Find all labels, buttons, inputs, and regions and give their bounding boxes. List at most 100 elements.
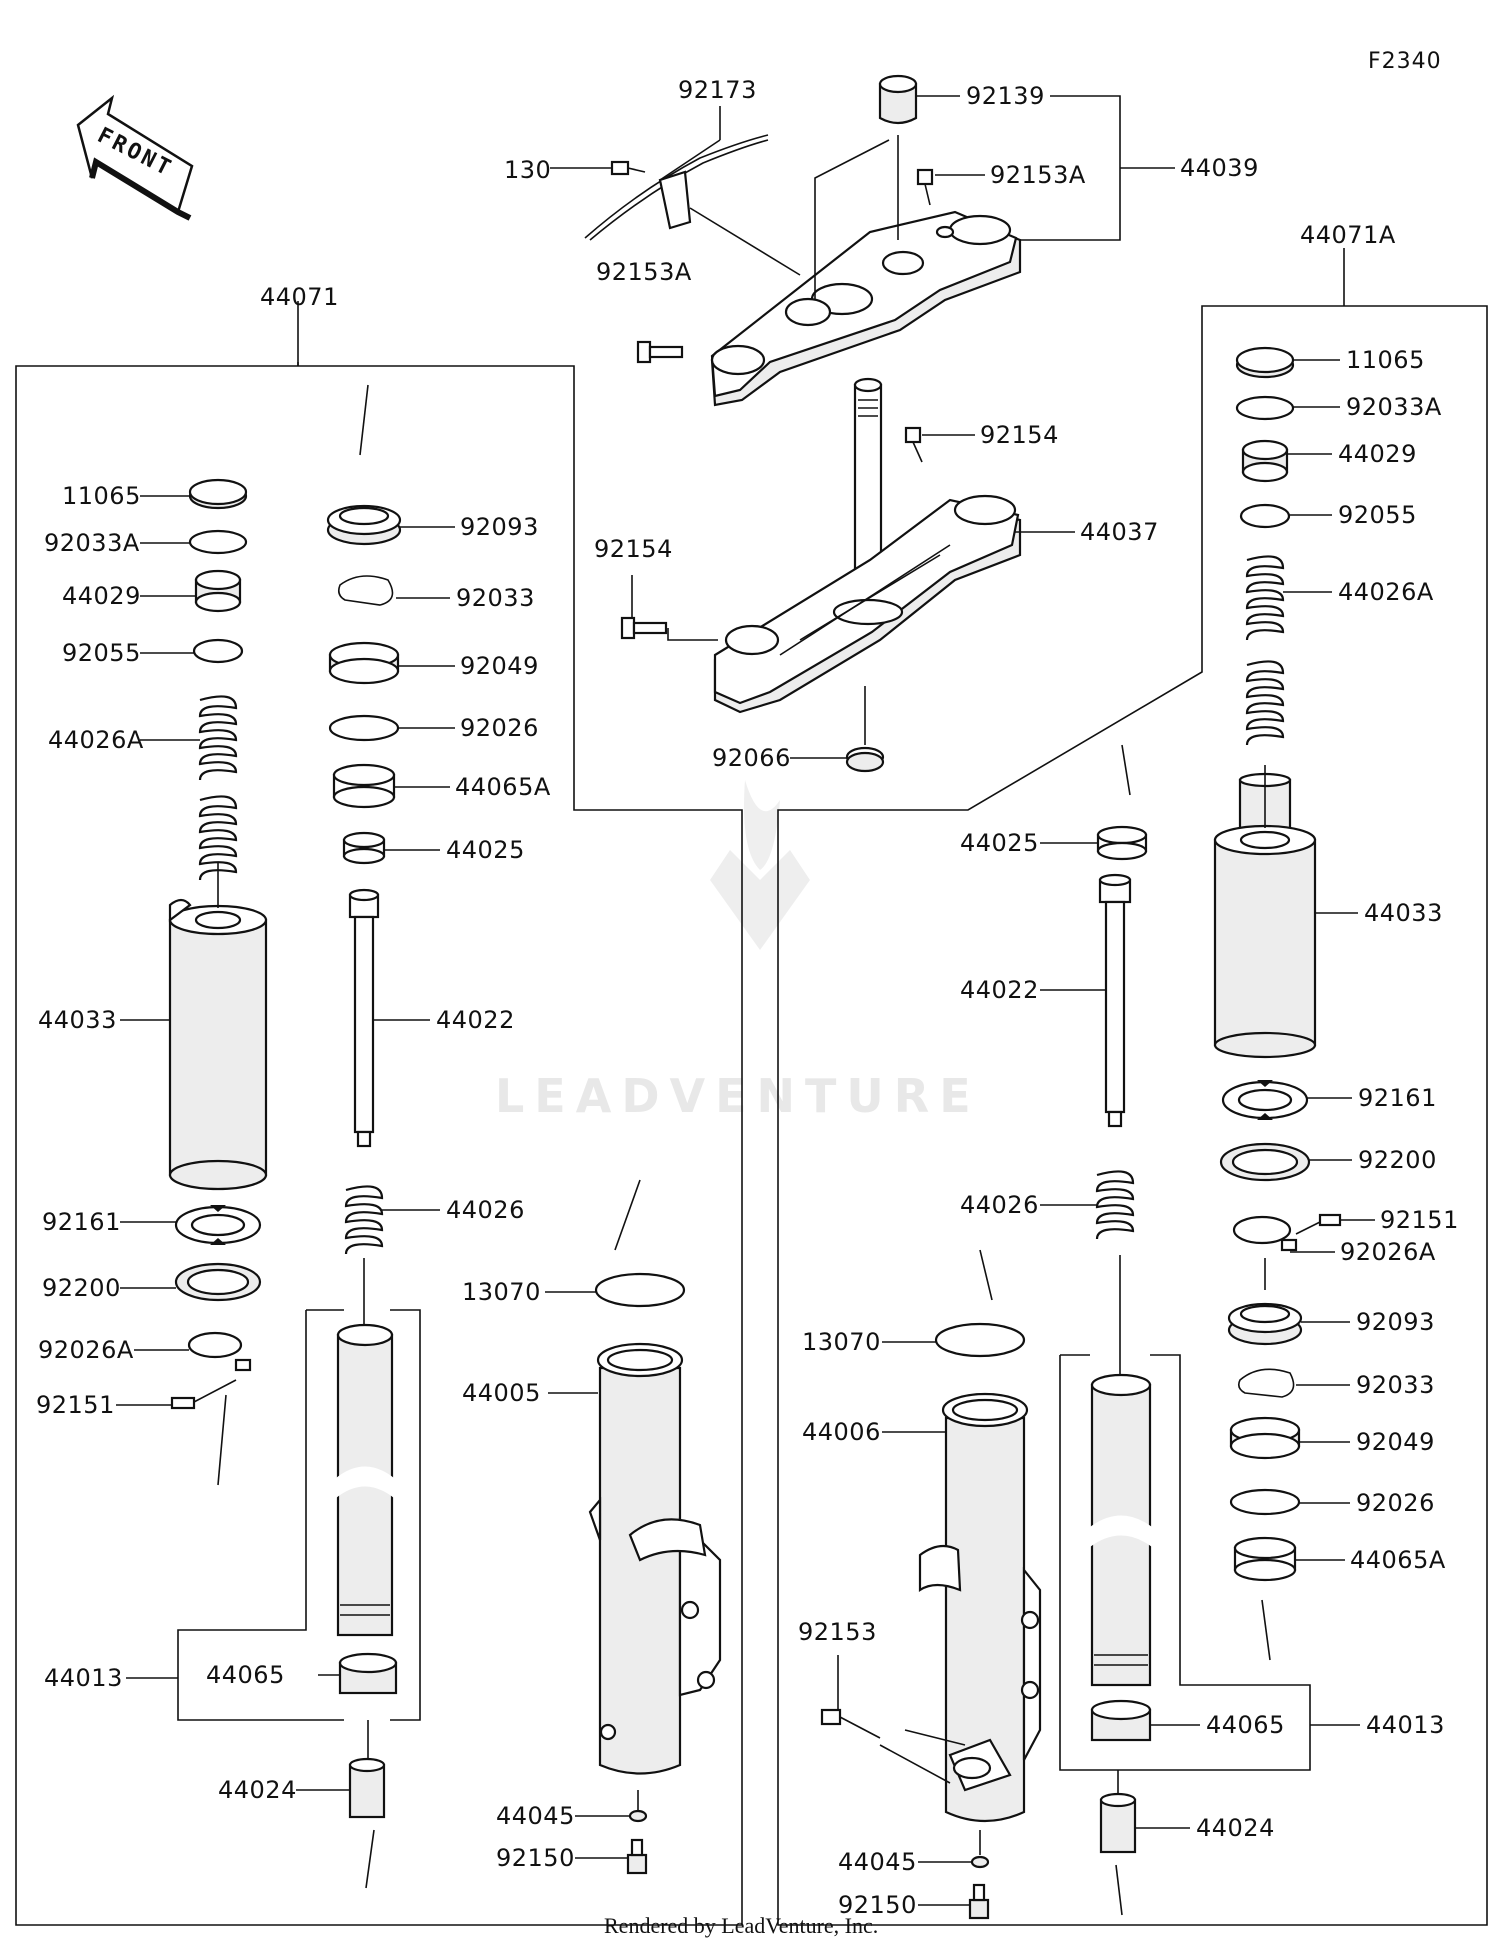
label-right-44029: 44029 xyxy=(1338,440,1417,468)
label-92153a-side: 92153A xyxy=(596,258,692,286)
watermark: LEADVENTURE xyxy=(495,780,971,1123)
label-left-44026: 44026 xyxy=(446,1196,525,1224)
label-right-44022: 44022 xyxy=(960,976,1039,1004)
label-left-44024: 44024 xyxy=(218,1776,297,1804)
right-outer-tube xyxy=(1090,1373,1152,1687)
label-right-44006: 44006 xyxy=(802,1418,881,1446)
left-bolt-92151 xyxy=(170,1379,237,1410)
label-right-13070: 13070 xyxy=(802,1328,881,1356)
left-slider-44005 xyxy=(588,1342,722,1775)
label-130: 130 xyxy=(504,156,551,184)
right-oring-92033a xyxy=(1235,395,1295,421)
bolt-130 xyxy=(610,160,646,176)
label-right-92093: 92093 xyxy=(1356,1308,1435,1336)
label-left-44013: 44013 xyxy=(44,1664,123,1692)
label-left-92200: 92200 xyxy=(42,1274,121,1302)
right-cap-44029 xyxy=(1241,439,1289,483)
bolt-92154-upper xyxy=(904,426,923,463)
label-left-44065a: 44065A xyxy=(455,773,551,801)
label-44039: 44039 xyxy=(1180,154,1259,182)
right-oring-92055 xyxy=(1239,503,1291,529)
right-fork-assembly-box xyxy=(777,305,1488,1926)
right-spring-44026a xyxy=(1245,555,1285,746)
left-rod-44022 xyxy=(348,888,380,1148)
label-right-92150: 92150 xyxy=(838,1891,917,1919)
label-right-44024: 44024 xyxy=(1196,1814,1275,1842)
left-bushing-44065a xyxy=(332,763,396,809)
label-44071a: 44071A xyxy=(1300,221,1396,249)
label-left-44045: 44045 xyxy=(496,1802,575,1830)
left-washer-92200 xyxy=(174,1262,262,1302)
label-92154-top: 92154 xyxy=(980,421,1059,449)
right-tube-44033 xyxy=(1213,765,1317,1059)
right-piece-44024 xyxy=(1099,1792,1137,1854)
label-left-44005: 44005 xyxy=(462,1379,541,1407)
label-left-92161: 92161 xyxy=(42,1208,121,1236)
left-washer-44045 xyxy=(628,1790,648,1823)
right-spring-44026 xyxy=(1095,1170,1135,1240)
left-washer-92161 xyxy=(174,1205,262,1245)
label-left-44033: 44033 xyxy=(38,1006,117,1034)
label-right-92200: 92200 xyxy=(1358,1146,1437,1174)
label-left-44022: 44022 xyxy=(436,1006,515,1034)
right-washer-92026 xyxy=(1229,1488,1301,1516)
label-92066: 92066 xyxy=(712,744,791,772)
right-bushing-44025 xyxy=(1096,825,1148,861)
right-cap-11065 xyxy=(1235,346,1295,379)
left-bushing-44065 xyxy=(338,1652,398,1695)
label-right-44033: 44033 xyxy=(1364,899,1443,927)
label-44037: 44037 xyxy=(1080,518,1159,546)
label-right-11065: 11065 xyxy=(1346,346,1425,374)
right-seal-92049 xyxy=(1229,1416,1301,1460)
bolt-92153a-upper xyxy=(916,168,934,206)
right-ring-92026a xyxy=(1232,1215,1298,1252)
right-bolt-92150 xyxy=(968,1883,990,1920)
label-92173: 92173 xyxy=(678,76,757,104)
label-right-92033: 92033 xyxy=(1356,1371,1435,1399)
left-spring-44026a xyxy=(198,695,238,881)
label-left-13070: 13070 xyxy=(462,1278,541,1306)
leader-lines xyxy=(116,95,1375,1906)
label-left-92026: 92026 xyxy=(460,714,539,742)
right-seal-92093 xyxy=(1227,1302,1303,1346)
collar-92139 xyxy=(814,74,918,300)
label-left-44065: 44065 xyxy=(206,1661,285,1689)
left-seal-92093 xyxy=(326,504,402,546)
left-bolt-92150 xyxy=(626,1838,648,1875)
label-right-92153: 92153 xyxy=(798,1618,877,1646)
label-left-92033: 92033 xyxy=(456,584,535,612)
left-washer-92026 xyxy=(328,714,400,742)
upper-triple-clamp xyxy=(710,210,1022,407)
label-44071: 44071 xyxy=(260,283,339,311)
label-right-92151: 92151 xyxy=(1380,1206,1459,1234)
label-right-92049: 92049 xyxy=(1356,1428,1435,1456)
right-clip-92033 xyxy=(1238,1368,1295,1398)
bolt-92154-side xyxy=(620,616,718,641)
bolt-92153a-side xyxy=(636,340,684,364)
right-bushing-44065 xyxy=(1090,1699,1152,1742)
left-seal-92049 xyxy=(328,641,400,685)
label-right-92055: 92055 xyxy=(1338,501,1417,529)
left-ring-13070 xyxy=(594,1272,686,1308)
right-bolt-92153 xyxy=(820,1708,966,1784)
cable-92173 xyxy=(584,134,801,276)
label-right-44026: 44026 xyxy=(960,1191,1039,1219)
left-spring-44026 xyxy=(344,1185,384,1255)
left-cap-11065 xyxy=(188,478,248,510)
label-left-92055: 92055 xyxy=(62,639,141,667)
label-left-44029: 44029 xyxy=(62,582,141,610)
left-cap-44029 xyxy=(194,569,242,613)
label-left-11065: 11065 xyxy=(62,482,141,510)
label-left-92049: 92049 xyxy=(460,652,539,680)
labels: 92173 130 92139 92153A 44039 92153A 9215… xyxy=(36,76,1459,1919)
right-ring-13070 xyxy=(934,1322,1026,1358)
left-44013-group-box xyxy=(177,1309,421,1721)
left-tube-44033 xyxy=(168,862,268,1191)
label-left-92033a: 92033A xyxy=(44,529,140,557)
label-left-92150: 92150 xyxy=(496,1844,575,1872)
label-right-92026a: 92026A xyxy=(1340,1238,1436,1266)
label-right-92026: 92026 xyxy=(1356,1489,1435,1517)
right-washer-92200 xyxy=(1219,1142,1311,1182)
bearing-92066 xyxy=(845,686,885,773)
right-44013-group-box xyxy=(1059,1354,1311,1771)
